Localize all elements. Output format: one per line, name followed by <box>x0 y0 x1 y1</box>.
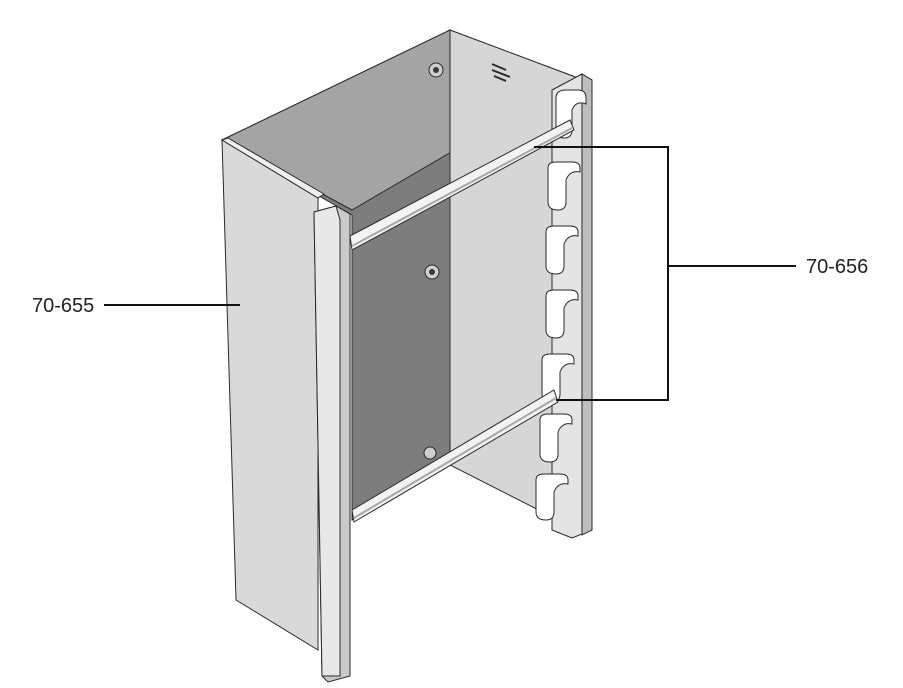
slotted-upright-edge <box>581 73 593 536</box>
mounting-hole <box>433 67 439 73</box>
hook-slot <box>539 413 573 463</box>
left-side-panel <box>221 139 319 651</box>
hook-slot <box>535 473 569 521</box>
rack-bracket-assembly <box>220 29 593 683</box>
hook-slots <box>535 89 587 521</box>
part-label-70-656: 70-656 <box>806 256 868 278</box>
hook-slot <box>545 225 579 275</box>
front-upright-face <box>313 205 341 677</box>
mounting-holes <box>423 62 444 460</box>
vent-marks <box>491 63 511 82</box>
left-panel-top-edge <box>220 137 325 199</box>
mounting-hole <box>423 446 437 460</box>
part-label-70-655: 70-655 <box>32 295 94 317</box>
mounting-hole <box>429 269 435 275</box>
hook-slot <box>545 289 579 339</box>
hook-slot <box>547 161 581 211</box>
leader-bracket-70-656 <box>534 146 669 401</box>
hanging-bars <box>349 119 575 523</box>
callout-lines <box>104 146 796 401</box>
